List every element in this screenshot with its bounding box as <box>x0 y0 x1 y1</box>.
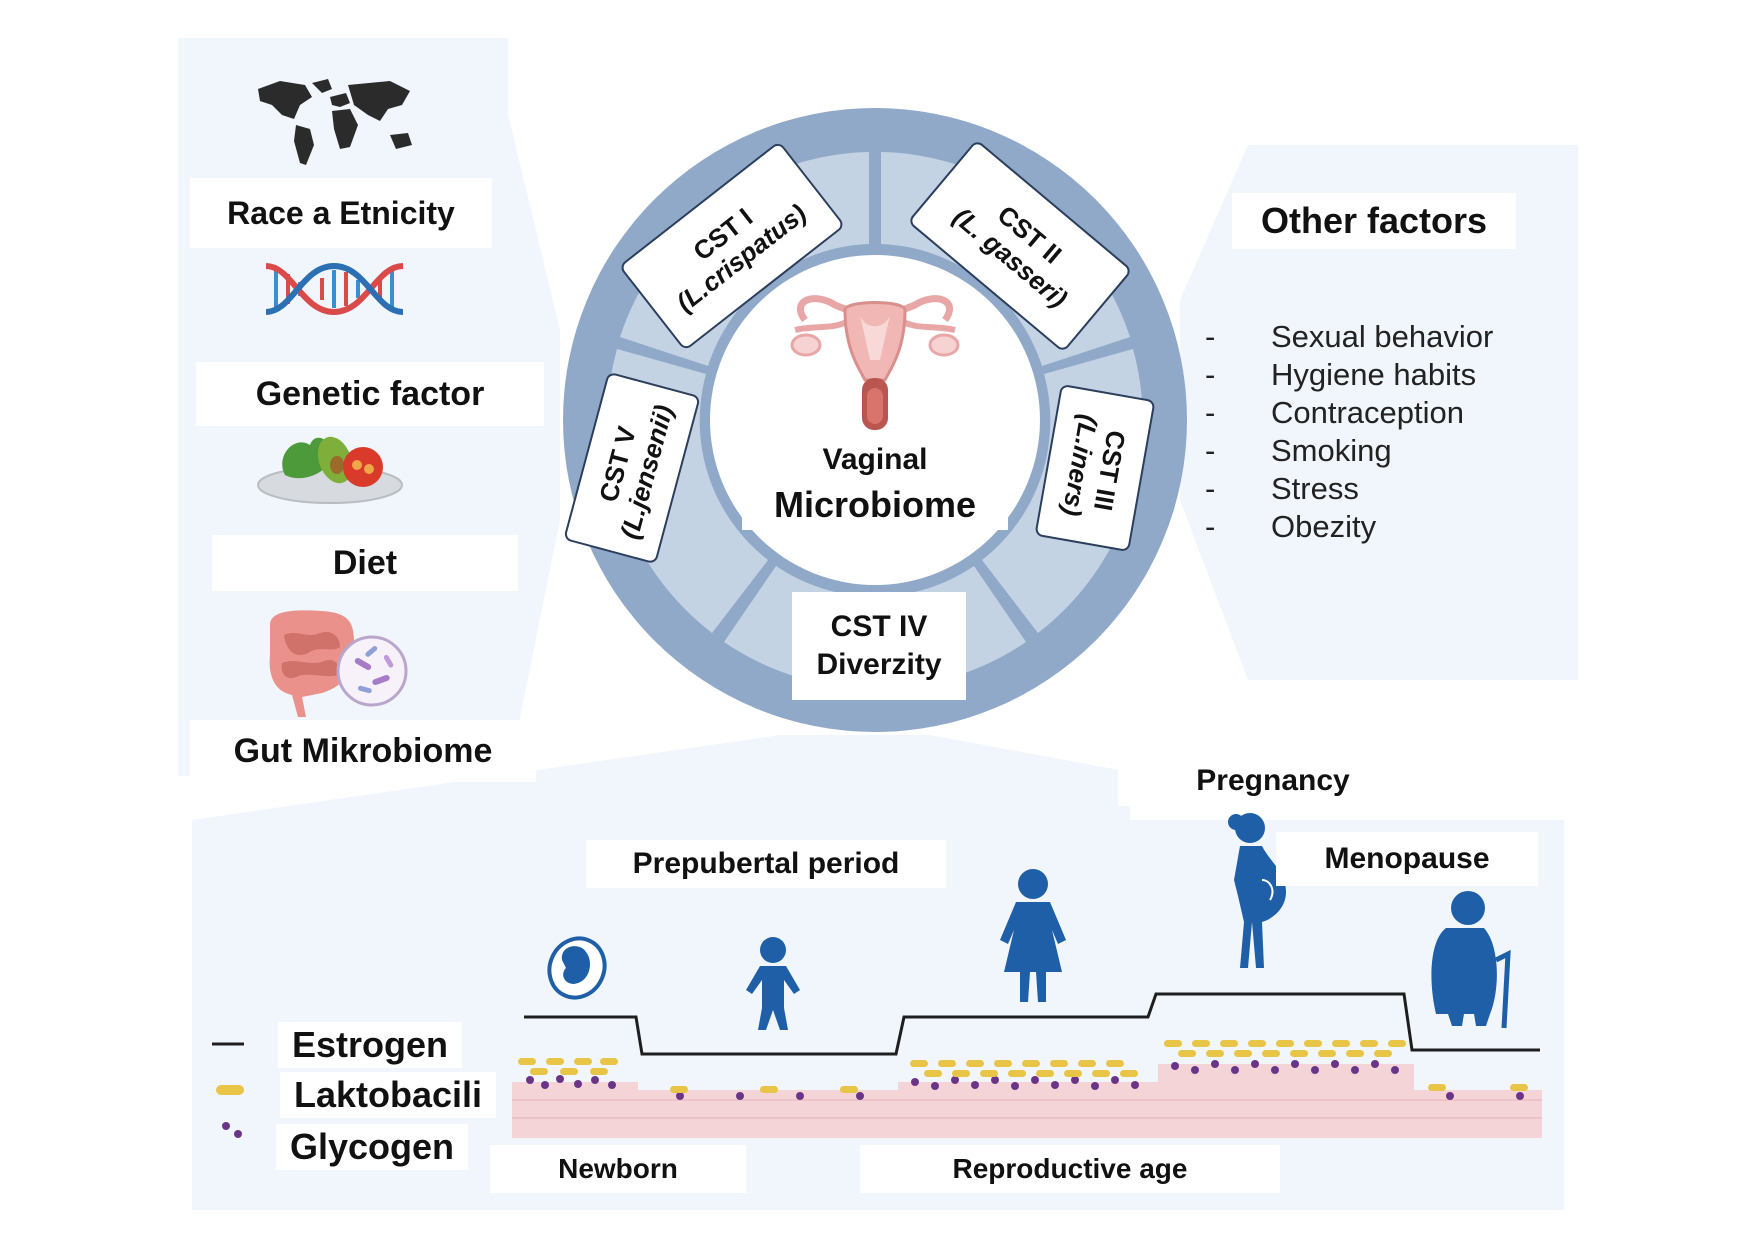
menopause-label: Menopause <box>1276 832 1538 886</box>
estrogen-level-line <box>524 992 1540 1056</box>
other-factor-item: Smoking <box>1205 432 1493 470</box>
pregnant-figure-icon <box>1228 813 1286 968</box>
lactobacilli-rods <box>518 1040 1528 1093</box>
epithelium-tissue <box>512 1064 1542 1138</box>
cst4-subtitle: Diverzity <box>816 648 942 681</box>
other-factor-item: Hygiene habits <box>1205 356 1493 394</box>
legend-lactobacilli-label: Laktobacili <box>280 1072 497 1118</box>
other-factors-heading: Other factors <box>1232 193 1516 249</box>
legend-estrogen-label: Estrogen <box>278 1022 463 1068</box>
legend-glycogen-dot <box>234 1130 242 1138</box>
diet-label: Diet <box>212 535 518 591</box>
glycogen-dots <box>526 1060 1524 1100</box>
race-ethnicity-label: Race a Etnicity <box>190 178 492 248</box>
gut-microbiome-label: Gut Mikrobiome <box>190 720 536 782</box>
genetic-factor-label: Genetic factor <box>196 362 544 426</box>
world-map-icon <box>258 79 412 165</box>
prepubertal-label: Prepubertal period <box>586 840 946 888</box>
other-factor-item: Stress <box>1205 470 1493 508</box>
other-factor-item: Contraception <box>1205 394 1493 432</box>
legend-glycogen-dot <box>222 1122 230 1130</box>
legend-lactobacilli-rod <box>216 1085 244 1095</box>
other-factor-item: Sexual behavior <box>1205 318 1493 356</box>
bottom-connector <box>192 735 1130 830</box>
center-title-line2: Microbiome <box>742 480 1008 530</box>
newborn-label: Newborn <box>490 1145 746 1193</box>
center-title-line1: Vaginal <box>780 440 970 480</box>
diet-plate-icon <box>257 436 403 504</box>
cst4-label: CST IV Diverzity <box>792 592 966 700</box>
child-figure-icon <box>746 937 800 1030</box>
pregnancy-label: Pregnancy <box>1118 756 1428 806</box>
cst4-title: CST IV <box>830 610 928 643</box>
other-factors-list: Sexual behavior Hygiene habits Contracep… <box>1205 318 1493 546</box>
reproductive-age-label: Reproductive age <box>860 1145 1280 1193</box>
fetus-icon <box>547 936 607 1000</box>
gut-microbiome-icon <box>269 610 408 717</box>
other-factor-item: Obezity <box>1205 508 1493 546</box>
legend-glycogen-label: Glycogen <box>276 1124 469 1170</box>
uterus-icon <box>790 295 960 430</box>
woman-figure-icon <box>1000 869 1066 1002</box>
elderly-figure-icon <box>1431 891 1511 1029</box>
dna-icon <box>265 262 404 316</box>
